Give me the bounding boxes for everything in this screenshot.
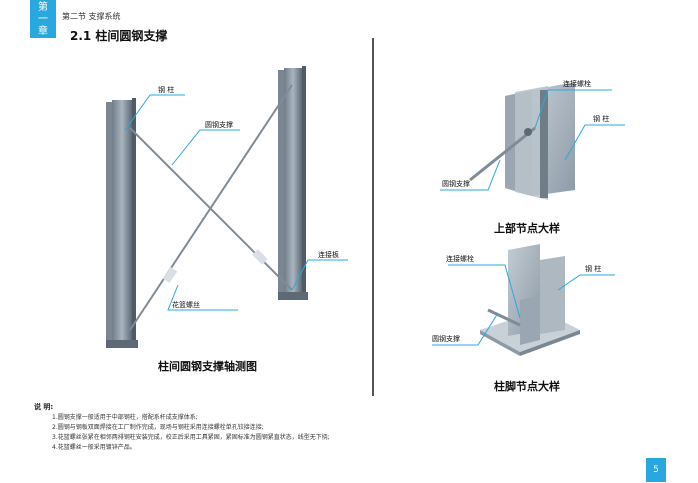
left-steel-column (106, 98, 138, 348)
turnbuckle-2 (252, 249, 268, 265)
main-caption: 柱间圆钢支撑轴测图 (158, 360, 257, 373)
section-label: 第二节 支撑系统 (62, 12, 121, 21)
page-number: 5 (646, 458, 666, 482)
note-item-2: 2.圆钢与钢板双面焊接在工厂制作完成，现场与钢柱采用连接螺栓单孔铰接连接; (52, 424, 264, 431)
base-node-caption: 柱脚节点大样 (494, 380, 560, 393)
vertical-divider (372, 38, 374, 396)
label-rod: 圆钢支撑 (205, 120, 233, 129)
base-node-drawing (480, 244, 580, 356)
turnbuckle (162, 266, 178, 284)
label-column: 钢 柱 (158, 85, 174, 94)
page-title: 2.1 柱间圆钢支撑 (70, 29, 168, 43)
chapter-char-2: 一 (38, 14, 48, 25)
base-label-rod: 圆钢支撑 (432, 334, 460, 343)
top-label-bolt: 连接螺栓 (563, 79, 591, 88)
top-node-drawing (469, 82, 575, 200)
top-label-rod: 圆钢支撑 (442, 179, 470, 188)
note-item-3: 3.花篮螺丝张紧在相邻两排钢柱安装完成，校正后采用工具紧固，紧固标准为圆钢紧直状… (52, 434, 330, 441)
top-node-caption: 上部节点大样 (494, 222, 560, 235)
note-item-4: 4.花篮螺丝一般采用镀锌产品。 (52, 444, 136, 451)
label-plate: 连接板 (318, 250, 339, 259)
chapter-char-3: 章 (38, 26, 48, 37)
note-item-1: 1.圆钢支撑一般适用于中部钢柱，搭配系杆成支撑体系; (52, 414, 198, 421)
chapter-badge: 第 一 章 (30, 0, 56, 38)
chapter-char-1: 第 (38, 2, 48, 13)
rod-2 (129, 84, 293, 331)
right-steel-column (278, 66, 308, 300)
base-label-column: 钢 柱 (585, 264, 601, 273)
label-turnbuckle: 花篮螺丝 (172, 300, 200, 309)
base-label-bolt: 连接螺栓 (446, 254, 474, 263)
top-label-column: 钢 柱 (593, 114, 609, 123)
notes-title: 说 明: (34, 403, 54, 411)
